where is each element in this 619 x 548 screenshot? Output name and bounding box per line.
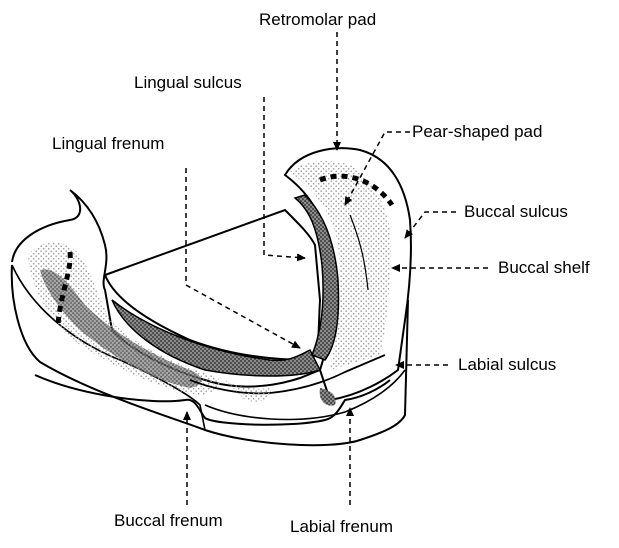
label-lingual-frenum: Lingual frenum [52,134,164,154]
label-pear-shaped-pad: Pear-shaped pad [412,122,542,142]
leader-buccal-sulcus [405,212,456,238]
label-labial-frenum: Labial frenum [290,517,393,537]
label-lingual-sulcus: Lingual sulcus [134,73,242,93]
label-retromolar-pad: Retromolar pad [259,10,376,30]
label-labial-sulcus: Labial sulcus [458,355,556,375]
label-buccal-sulcus: Buccal sulcus [464,202,568,222]
label-buccal-frenum: Buccal frenum [114,511,223,531]
label-buccal-shelf: Buccal shelf [498,258,590,278]
